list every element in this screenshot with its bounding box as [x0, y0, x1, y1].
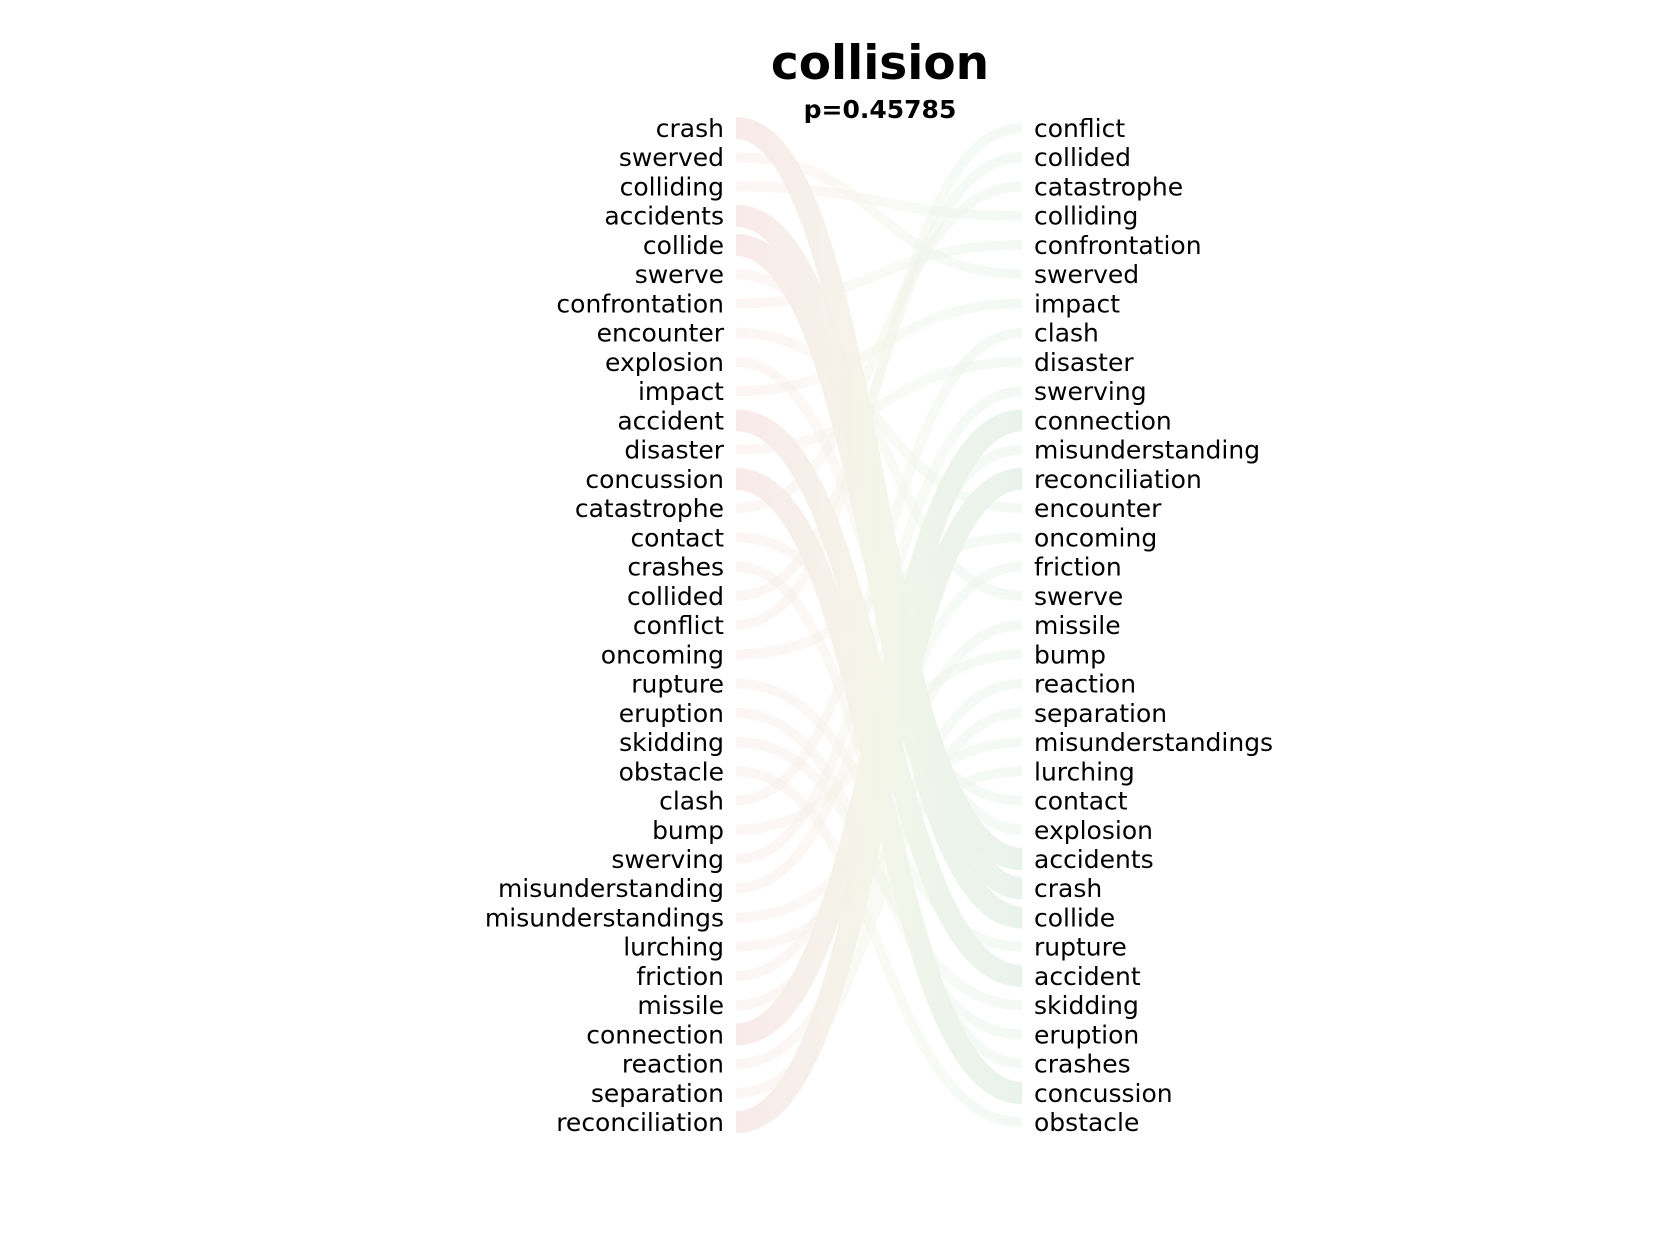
- flow-reaction: [735, 678, 1023, 1069]
- left-word-swerved: swerved: [619, 143, 724, 172]
- flow-obstacle: [735, 766, 1023, 1128]
- flow-colliding: [735, 181, 1023, 221]
- left-word-lurching: lurching: [623, 933, 724, 962]
- left-word-reconciliation: reconciliation: [556, 1108, 724, 1137]
- left-word-conflict: conflict: [633, 611, 724, 640]
- right-word-confrontation: confrontation: [1034, 231, 1202, 260]
- flow-connection: [734, 409, 1024, 1046]
- right-word-skidding: skidding: [1034, 991, 1139, 1020]
- left-word-misunderstandings: misunderstandings: [485, 903, 724, 932]
- flow-swerve: [735, 269, 1023, 601]
- right-word-explosion: explosion: [1034, 816, 1153, 845]
- left-word-accidents: accidents: [604, 202, 724, 231]
- right-word-obstacle: obstacle: [1034, 1108, 1139, 1137]
- right-word-swerving: swerving: [1034, 377, 1147, 406]
- left-word-eruption: eruption: [619, 699, 724, 728]
- flow-swerved: [735, 152, 1023, 280]
- right-word-eruption: eruption: [1034, 1020, 1139, 1049]
- left-word-oncoming: oncoming: [601, 640, 724, 669]
- right-word-catastrophe: catastrophe: [1034, 172, 1183, 201]
- left-word-bump: bump: [652, 816, 724, 845]
- right-word-collide: collide: [1034, 903, 1115, 932]
- left-word-rupture: rupture: [631, 670, 724, 699]
- left-word-confrontation: confrontation: [556, 289, 724, 318]
- right-word-column: conflictcollidedcatastrophecollidingconf…: [1034, 114, 1273, 1137]
- flow-oncoming: [735, 532, 1023, 660]
- right-word-misunderstanding: misunderstanding: [1034, 436, 1260, 465]
- right-word-rupture: rupture: [1034, 933, 1127, 962]
- flow-swerving: [735, 386, 1023, 864]
- left-word-column: crashswervedcollidingaccidentscollideswe…: [485, 114, 725, 1137]
- right-word-oncoming: oncoming: [1034, 523, 1157, 552]
- right-word-clash: clash: [1034, 319, 1099, 348]
- right-word-separation: separation: [1034, 699, 1167, 728]
- flow-conflict: [735, 123, 1023, 631]
- flow-clash: [735, 327, 1023, 806]
- flow-lurching: [735, 766, 1023, 952]
- left-word-skidding: skidding: [619, 728, 724, 757]
- right-word-connection: connection: [1034, 406, 1172, 435]
- right-word-accidents: accidents: [1034, 845, 1154, 874]
- right-word-friction: friction: [1034, 553, 1122, 582]
- left-word-misunderstanding: misunderstanding: [498, 874, 724, 903]
- left-word-separation: separation: [591, 1079, 724, 1108]
- right-word-swerve: swerve: [1034, 582, 1123, 611]
- left-word-collide: collide: [643, 231, 724, 260]
- flow-lines: [734, 117, 1024, 1134]
- left-word-swerve: swerve: [635, 260, 724, 289]
- left-word-catastrophe: catastrophe: [575, 494, 724, 523]
- left-word-obstacle: obstacle: [619, 757, 724, 786]
- right-word-swerved: swerved: [1034, 260, 1139, 289]
- left-word-missile: missile: [637, 991, 724, 1020]
- left-word-friction: friction: [636, 962, 724, 991]
- left-word-crash: crash: [656, 114, 724, 143]
- left-word-disaster: disaster: [624, 436, 724, 465]
- left-word-accident: accident: [617, 406, 724, 435]
- flow-disaster: [735, 356, 1023, 455]
- flow-catastrophe: [735, 181, 1023, 514]
- right-word-conflict: conflict: [1034, 114, 1125, 143]
- left-word-swerving: swerving: [611, 845, 724, 874]
- diagram-title: collision: [771, 36, 989, 91]
- right-word-contact: contact: [1034, 787, 1128, 816]
- right-word-crashes: crashes: [1034, 1050, 1131, 1079]
- left-word-collided: collided: [627, 582, 724, 611]
- right-word-impact: impact: [1034, 289, 1120, 318]
- right-word-reconciliation: reconciliation: [1034, 465, 1202, 494]
- left-word-encounter: encounter: [597, 319, 725, 348]
- right-word-bump: bump: [1034, 640, 1106, 669]
- left-word-colliding: colliding: [620, 172, 724, 201]
- flow-reconciliation: [734, 467, 1024, 1134]
- right-word-misunderstandings: misunderstandings: [1034, 728, 1273, 757]
- right-word-collided: collided: [1034, 143, 1131, 172]
- left-word-connection: connection: [586, 1020, 724, 1049]
- left-word-impact: impact: [638, 377, 724, 406]
- left-word-concussion: concussion: [585, 465, 724, 494]
- right-word-lurching: lurching: [1034, 757, 1135, 786]
- left-word-explosion: explosion: [605, 348, 724, 377]
- right-word-accident: accident: [1034, 962, 1141, 991]
- right-word-disaster: disaster: [1034, 348, 1134, 377]
- diagram-subtitle: p=0.45785: [804, 95, 957, 124]
- left-word-crashes: crashes: [627, 553, 724, 582]
- right-word-concussion: concussion: [1034, 1079, 1173, 1108]
- right-word-crash: crash: [1034, 874, 1102, 903]
- left-word-reaction: reaction: [622, 1050, 724, 1079]
- right-word-colliding: colliding: [1034, 202, 1138, 231]
- left-word-contact: contact: [630, 523, 724, 552]
- flow-confrontation: [735, 239, 1023, 309]
- right-word-reaction: reaction: [1034, 670, 1136, 699]
- left-word-clash: clash: [659, 787, 724, 816]
- right-word-missile: missile: [1034, 611, 1121, 640]
- right-word-encounter: encounter: [1034, 494, 1162, 523]
